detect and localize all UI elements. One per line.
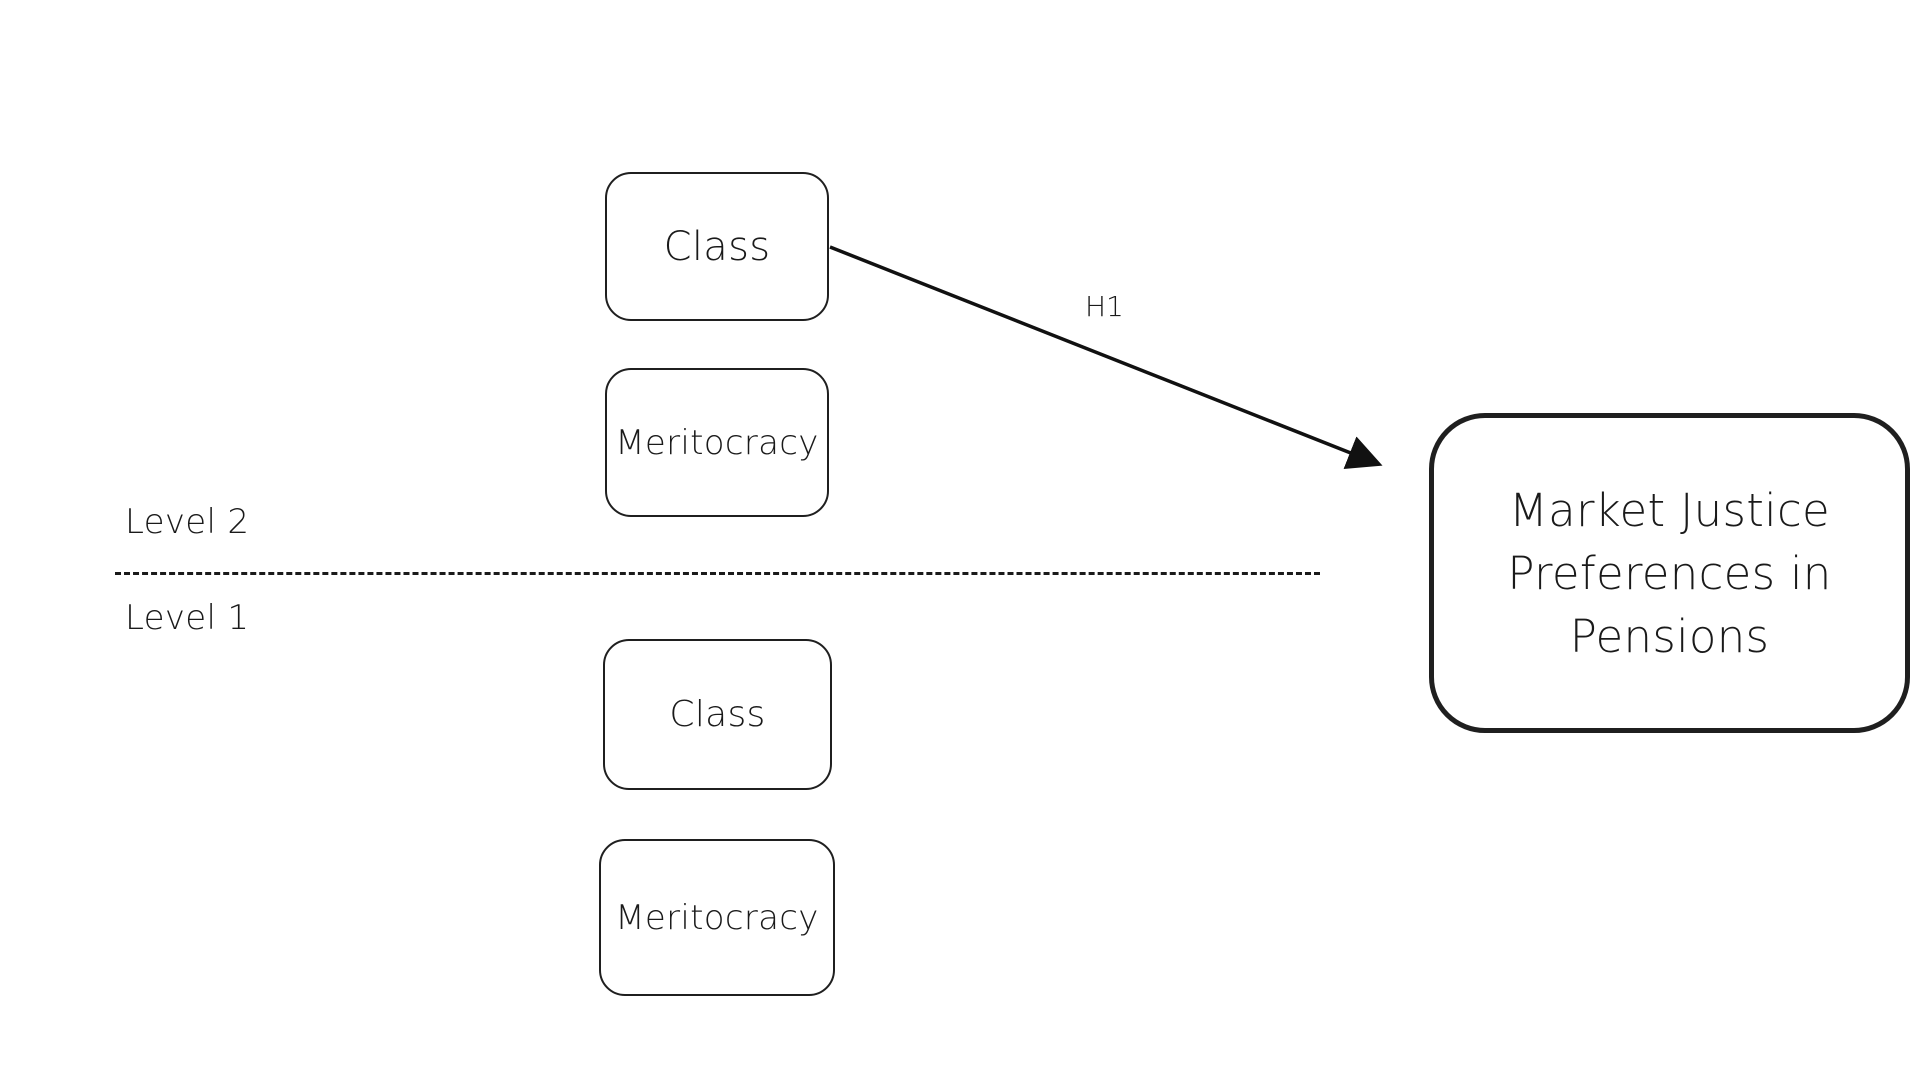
outcome-label: Market Justice Preferences in Pensions [1507,483,1832,663]
level2-label: Level 2 [125,502,250,542]
level1-class-label: Class [669,694,766,735]
level1-label: Level 1 [125,598,250,638]
h1-arrow-line [829,245,1383,469]
level2-class-node[interactable]: Class [605,172,829,321]
level1-meritocracy-label: Meritocracy [615,897,819,938]
level2-class-label: Class [663,223,771,270]
level1-class-node[interactable]: Class [603,639,832,790]
h1-edge-label: H1 [1085,290,1124,323]
level2-meritocracy-node[interactable]: Meritocracy [605,368,829,517]
level-divider [115,572,1320,575]
level2-meritocracy-label: Meritocracy [615,422,819,463]
level1-meritocracy-node[interactable]: Meritocracy [599,839,835,996]
outcome-node[interactable]: Market Justice Preferences in Pensions [1429,413,1910,733]
